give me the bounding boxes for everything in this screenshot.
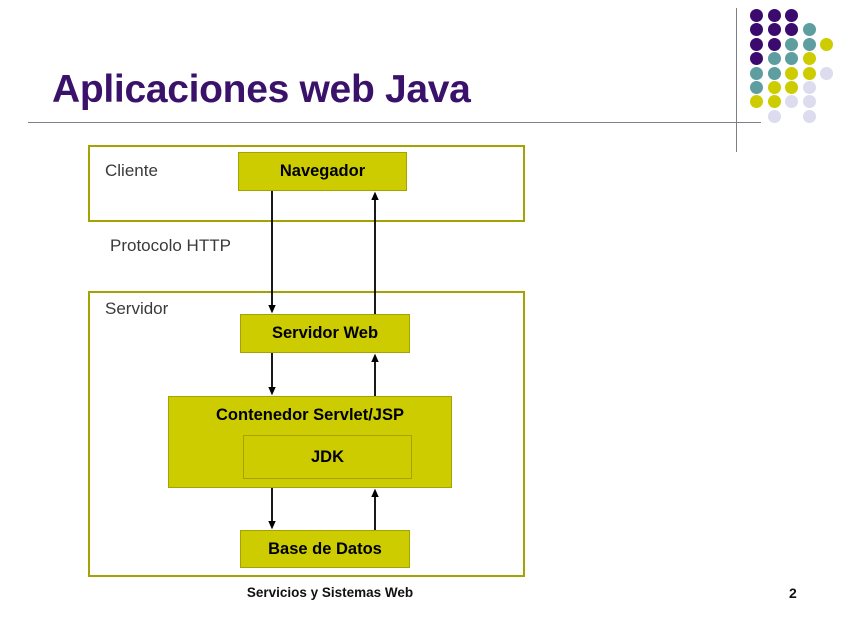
logo-dot <box>750 66 763 80</box>
logo-dot <box>750 23 763 37</box>
logo-dot <box>802 109 816 123</box>
logo-dot <box>820 66 833 80</box>
logo-dot <box>750 95 763 109</box>
logo-dot <box>785 66 798 80</box>
node-navegador[interactable]: Navegador <box>238 152 407 191</box>
edge-label-protocolo-http: Protocolo HTTP <box>110 236 231 255</box>
header-vertical-divider <box>736 8 737 152</box>
logo-dot <box>802 95 816 109</box>
logo-dot <box>785 81 798 94</box>
logo-dot <box>785 9 798 22</box>
logo-dot <box>750 9 763 22</box>
logo-dot <box>802 52 816 66</box>
logo-dot <box>802 66 816 80</box>
logo-dot <box>767 9 781 22</box>
logo-dot <box>802 81 816 94</box>
logo-dot <box>802 23 816 37</box>
logo-dot <box>785 37 798 51</box>
logo-dot <box>767 66 781 80</box>
title-divider <box>28 122 761 123</box>
container-servidor-label: Servidor <box>105 299 169 318</box>
logo-dot <box>750 81 763 94</box>
logo-dot <box>802 37 816 51</box>
logo-dot <box>785 95 798 109</box>
logo-dot <box>785 52 798 66</box>
logo-dot <box>767 37 781 51</box>
logo-dot <box>750 52 763 66</box>
node-base-de-datos[interactable]: Base de Datos <box>240 530 410 568</box>
logo-dot <box>767 81 781 94</box>
logo-dot <box>767 109 781 123</box>
logo-dot <box>750 37 763 51</box>
page-number: 2 <box>789 585 797 601</box>
logo-dot <box>767 23 781 37</box>
dot-grid-logo-icon <box>750 9 842 123</box>
node-jdk[interactable]: JDK <box>243 435 412 479</box>
logo-dot <box>767 52 781 66</box>
footer-text: Servicios y Sistemas Web <box>246 585 414 600</box>
logo-dot <box>785 23 798 37</box>
node-servidor-web[interactable]: Servidor Web <box>240 314 410 353</box>
container-cliente-label: Cliente <box>105 161 158 180</box>
page-title: Aplicaciones web Java <box>52 68 471 111</box>
logo-dot <box>767 95 781 109</box>
logo-dot <box>820 37 833 51</box>
